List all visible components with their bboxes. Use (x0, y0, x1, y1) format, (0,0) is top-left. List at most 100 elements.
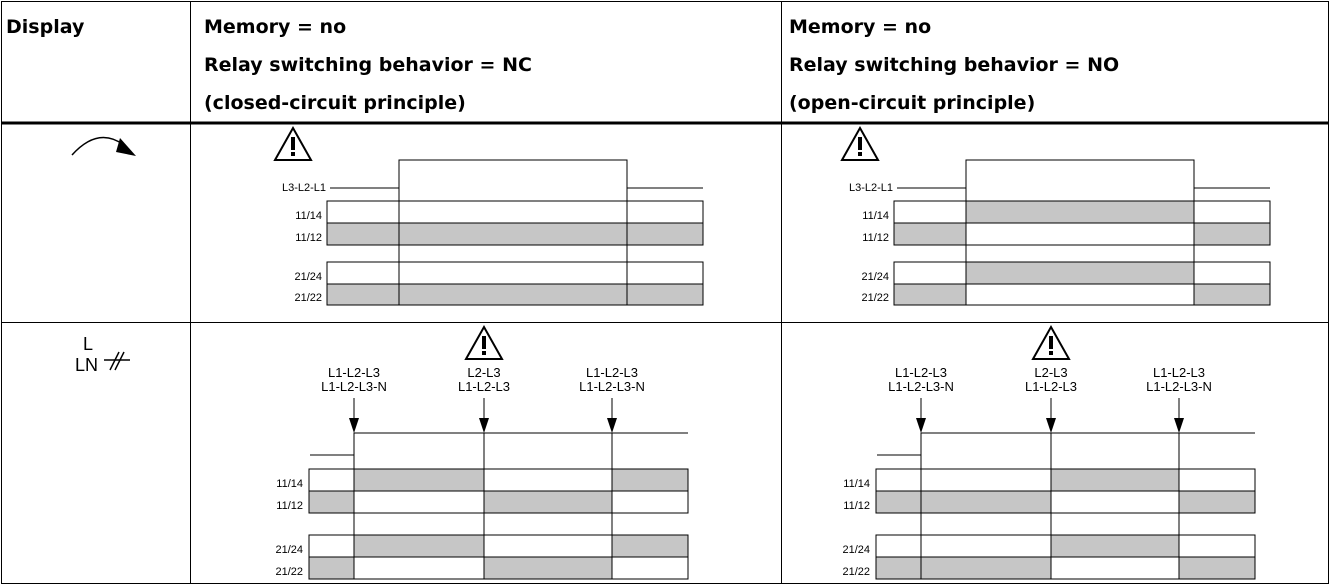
contact-segment (353, 556, 485, 580)
contact-segment (1193, 200, 1271, 224)
warning-bar (291, 137, 295, 150)
header-no-line: Memory = no (789, 16, 931, 38)
contact-segment (398, 261, 628, 285)
contact-segment (1193, 283, 1271, 306)
contact-segment (1050, 490, 1180, 514)
warning-triangle (840, 125, 880, 161)
header-display: Display (6, 16, 85, 38)
contact-segment (308, 490, 355, 514)
warning-dot (291, 152, 295, 156)
contact-segment (308, 556, 355, 580)
contact-segment (398, 283, 628, 306)
timing-diagrams: L3-L2-L1 11/14 11/12 21/24 21/22 L3-L2-L1 11/1… (273, 125, 1271, 580)
header-nc-line: Relay switching behavior = NC (204, 54, 532, 76)
header-no-line: Relay switching behavior = NO (789, 54, 1119, 76)
contact-segment (920, 556, 1052, 580)
header-no-line: (open-circuit principle) (789, 92, 1035, 114)
signal-label: L3-L2-L1 (849, 182, 893, 194)
phase-arrow-head (607, 418, 617, 433)
signal-line (897, 159, 1270, 189)
warning-dot (858, 152, 862, 156)
timing-diagram-row2-nc: L1-L2-L3L1-L2-L3-NL2-L3L1-L2-L3L1-L2-L3L… (275, 324, 689, 580)
signal-line (330, 159, 703, 189)
contact-label: 11/14 (862, 210, 889, 222)
phase-label: L2-L3 (1034, 365, 1067, 380)
header-nc-line: (closed-circuit principle) (204, 92, 466, 114)
contact-segment (893, 261, 967, 285)
contact-segment (398, 222, 628, 246)
phase-label: L1-L2-L3 (586, 365, 638, 380)
header-no: Memory = no Relay switching behavior = N… (789, 16, 1119, 114)
contact-segment (398, 200, 628, 224)
signal-line (310, 432, 688, 456)
timing-diagram-row2-no: L1-L2-L3L1-L2-L3-NL2-L3L1-L2-L3L1-L2-L3L… (842, 324, 1256, 580)
contact-segment (893, 283, 967, 306)
warning-dot (482, 351, 486, 355)
contact-segment (626, 200, 704, 224)
contact-segment (1178, 534, 1256, 558)
header-nc-line: Memory = no (204, 16, 346, 38)
contact-segment (611, 490, 689, 514)
contact-segment (920, 468, 1052, 492)
signal-label: L3-L2-L1 (282, 182, 326, 194)
contact-label: 21/24 (294, 271, 322, 283)
contact-label: 21/22 (275, 566, 303, 578)
contact-label: 21/24 (275, 544, 303, 556)
contact-segment (920, 534, 1052, 558)
phase-label: L1-L2-L3 (895, 365, 947, 380)
contact-segment (893, 200, 967, 224)
contact-segment (875, 534, 922, 558)
contact-segment (626, 261, 704, 285)
contact-segment (965, 283, 1195, 306)
contact-label: 21/22 (842, 566, 870, 578)
contact-label: 21/24 (861, 271, 889, 283)
contact-segment (965, 200, 1195, 224)
warning-icon (273, 125, 313, 161)
contact-segment (326, 222, 400, 246)
contact-segment (353, 468, 485, 492)
contact-segment (875, 556, 922, 580)
contact-label: 11/12 (843, 500, 870, 512)
phase-arrow-head (479, 418, 489, 433)
contact-segment (875, 468, 922, 492)
contact-segment (1050, 534, 1180, 558)
contact-segment (308, 534, 355, 558)
contact-label: 21/22 (294, 292, 322, 304)
contact-segment (611, 468, 689, 492)
phase-label: L1-L2-L3-N (1146, 379, 1212, 394)
contact-segment (611, 556, 689, 580)
phase-arrow-head (1046, 418, 1056, 433)
phase-label: L1-L2-L3-N (888, 379, 954, 394)
contact-segment (483, 490, 613, 514)
warning-bar (482, 336, 486, 349)
warning-triangle (464, 324, 504, 360)
contact-label: 21/24 (842, 544, 870, 556)
contact-segment (893, 222, 967, 246)
contact-segment (920, 490, 1052, 514)
contact-segment (875, 490, 922, 514)
contact-segment (1193, 222, 1271, 246)
display-symbol-l: L (83, 334, 93, 354)
phase-label: L1-L2-L3-N (579, 379, 645, 394)
contact-segment (1193, 261, 1271, 285)
contact-segment (626, 283, 704, 306)
warning-triangle (1031, 324, 1071, 360)
contact-segment (626, 222, 704, 246)
contact-segment (326, 200, 400, 224)
contact-segment (353, 534, 485, 558)
contact-segment (483, 556, 613, 580)
contact-segment (326, 283, 400, 306)
phase-arrow-head (1174, 418, 1184, 433)
contact-segment (965, 261, 1195, 285)
header-nc: Memory = no Relay switching behavior = N… (204, 16, 532, 114)
contact-segment (965, 222, 1195, 246)
phase-arrow-head (916, 418, 926, 433)
contact-label: 11/14 (276, 478, 303, 490)
contact-segment (1178, 556, 1256, 580)
warning-icon (464, 324, 504, 360)
warning-bar (1049, 336, 1053, 349)
rotation-arrow-icon (71, 136, 136, 156)
